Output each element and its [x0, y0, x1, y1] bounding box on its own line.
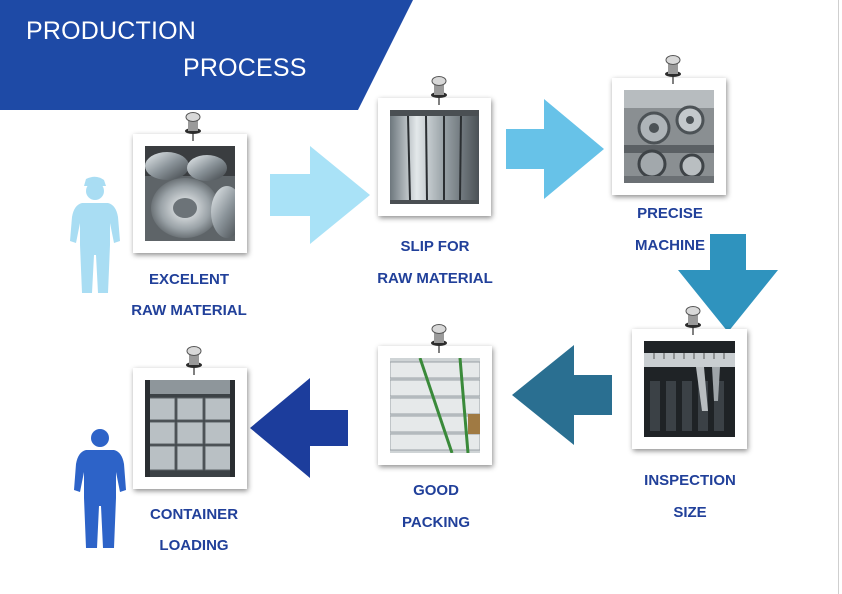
step-label-machine-line2: MACHINE — [635, 237, 705, 254]
push-pin-icon — [431, 76, 447, 105]
header-title-line2: PROCESS — [183, 54, 307, 82]
step-label-machine-line1: PRECISE — [637, 205, 703, 222]
photo-packing — [378, 346, 492, 465]
arrow-right-icon — [270, 146, 370, 244]
step-label-inspection-line2: SIZE — [673, 504, 707, 521]
header-banner — [0, 0, 413, 110]
step-label-container-line1: CONTAINER — [149, 506, 239, 523]
photo-container — [133, 368, 247, 489]
arrow-right-icon — [506, 99, 604, 199]
step-label-slip-line2: RAW MATERIAL — [377, 270, 493, 287]
photo-machine — [612, 78, 726, 195]
push-pin-icon — [431, 324, 447, 353]
step-label-slip-line1: SLIP FOR — [400, 238, 470, 255]
push-pin-icon — [665, 55, 681, 84]
step-label-container-line2: LOADING — [159, 537, 229, 554]
worker-silhouette-icon — [70, 176, 120, 293]
photo-slip — [378, 98, 491, 216]
push-pin-icon — [685, 306, 701, 335]
page-edge-divider — [838, 0, 839, 594]
step-label-raw-material-line1: EXCELENT — [148, 271, 230, 288]
step-label-packing-line2: PACKING — [401, 514, 471, 531]
photo-raw-material — [133, 134, 247, 253]
push-pin-icon — [185, 112, 201, 141]
arrow-left-icon — [512, 345, 612, 445]
step-label-packing-line1: GOOD — [413, 482, 459, 499]
photo-inspection — [632, 329, 747, 449]
step-label-raw-material-line2: RAW MATERIAL — [131, 302, 247, 319]
arrow-left-icon — [250, 378, 348, 478]
man-silhouette-icon — [74, 429, 126, 548]
push-pin-icon — [186, 346, 202, 375]
header-title-line1: PRODUCTION — [26, 17, 197, 45]
step-label-inspection-line1: INSPECTION — [644, 472, 736, 489]
arrow-down-icon — [678, 234, 778, 332]
